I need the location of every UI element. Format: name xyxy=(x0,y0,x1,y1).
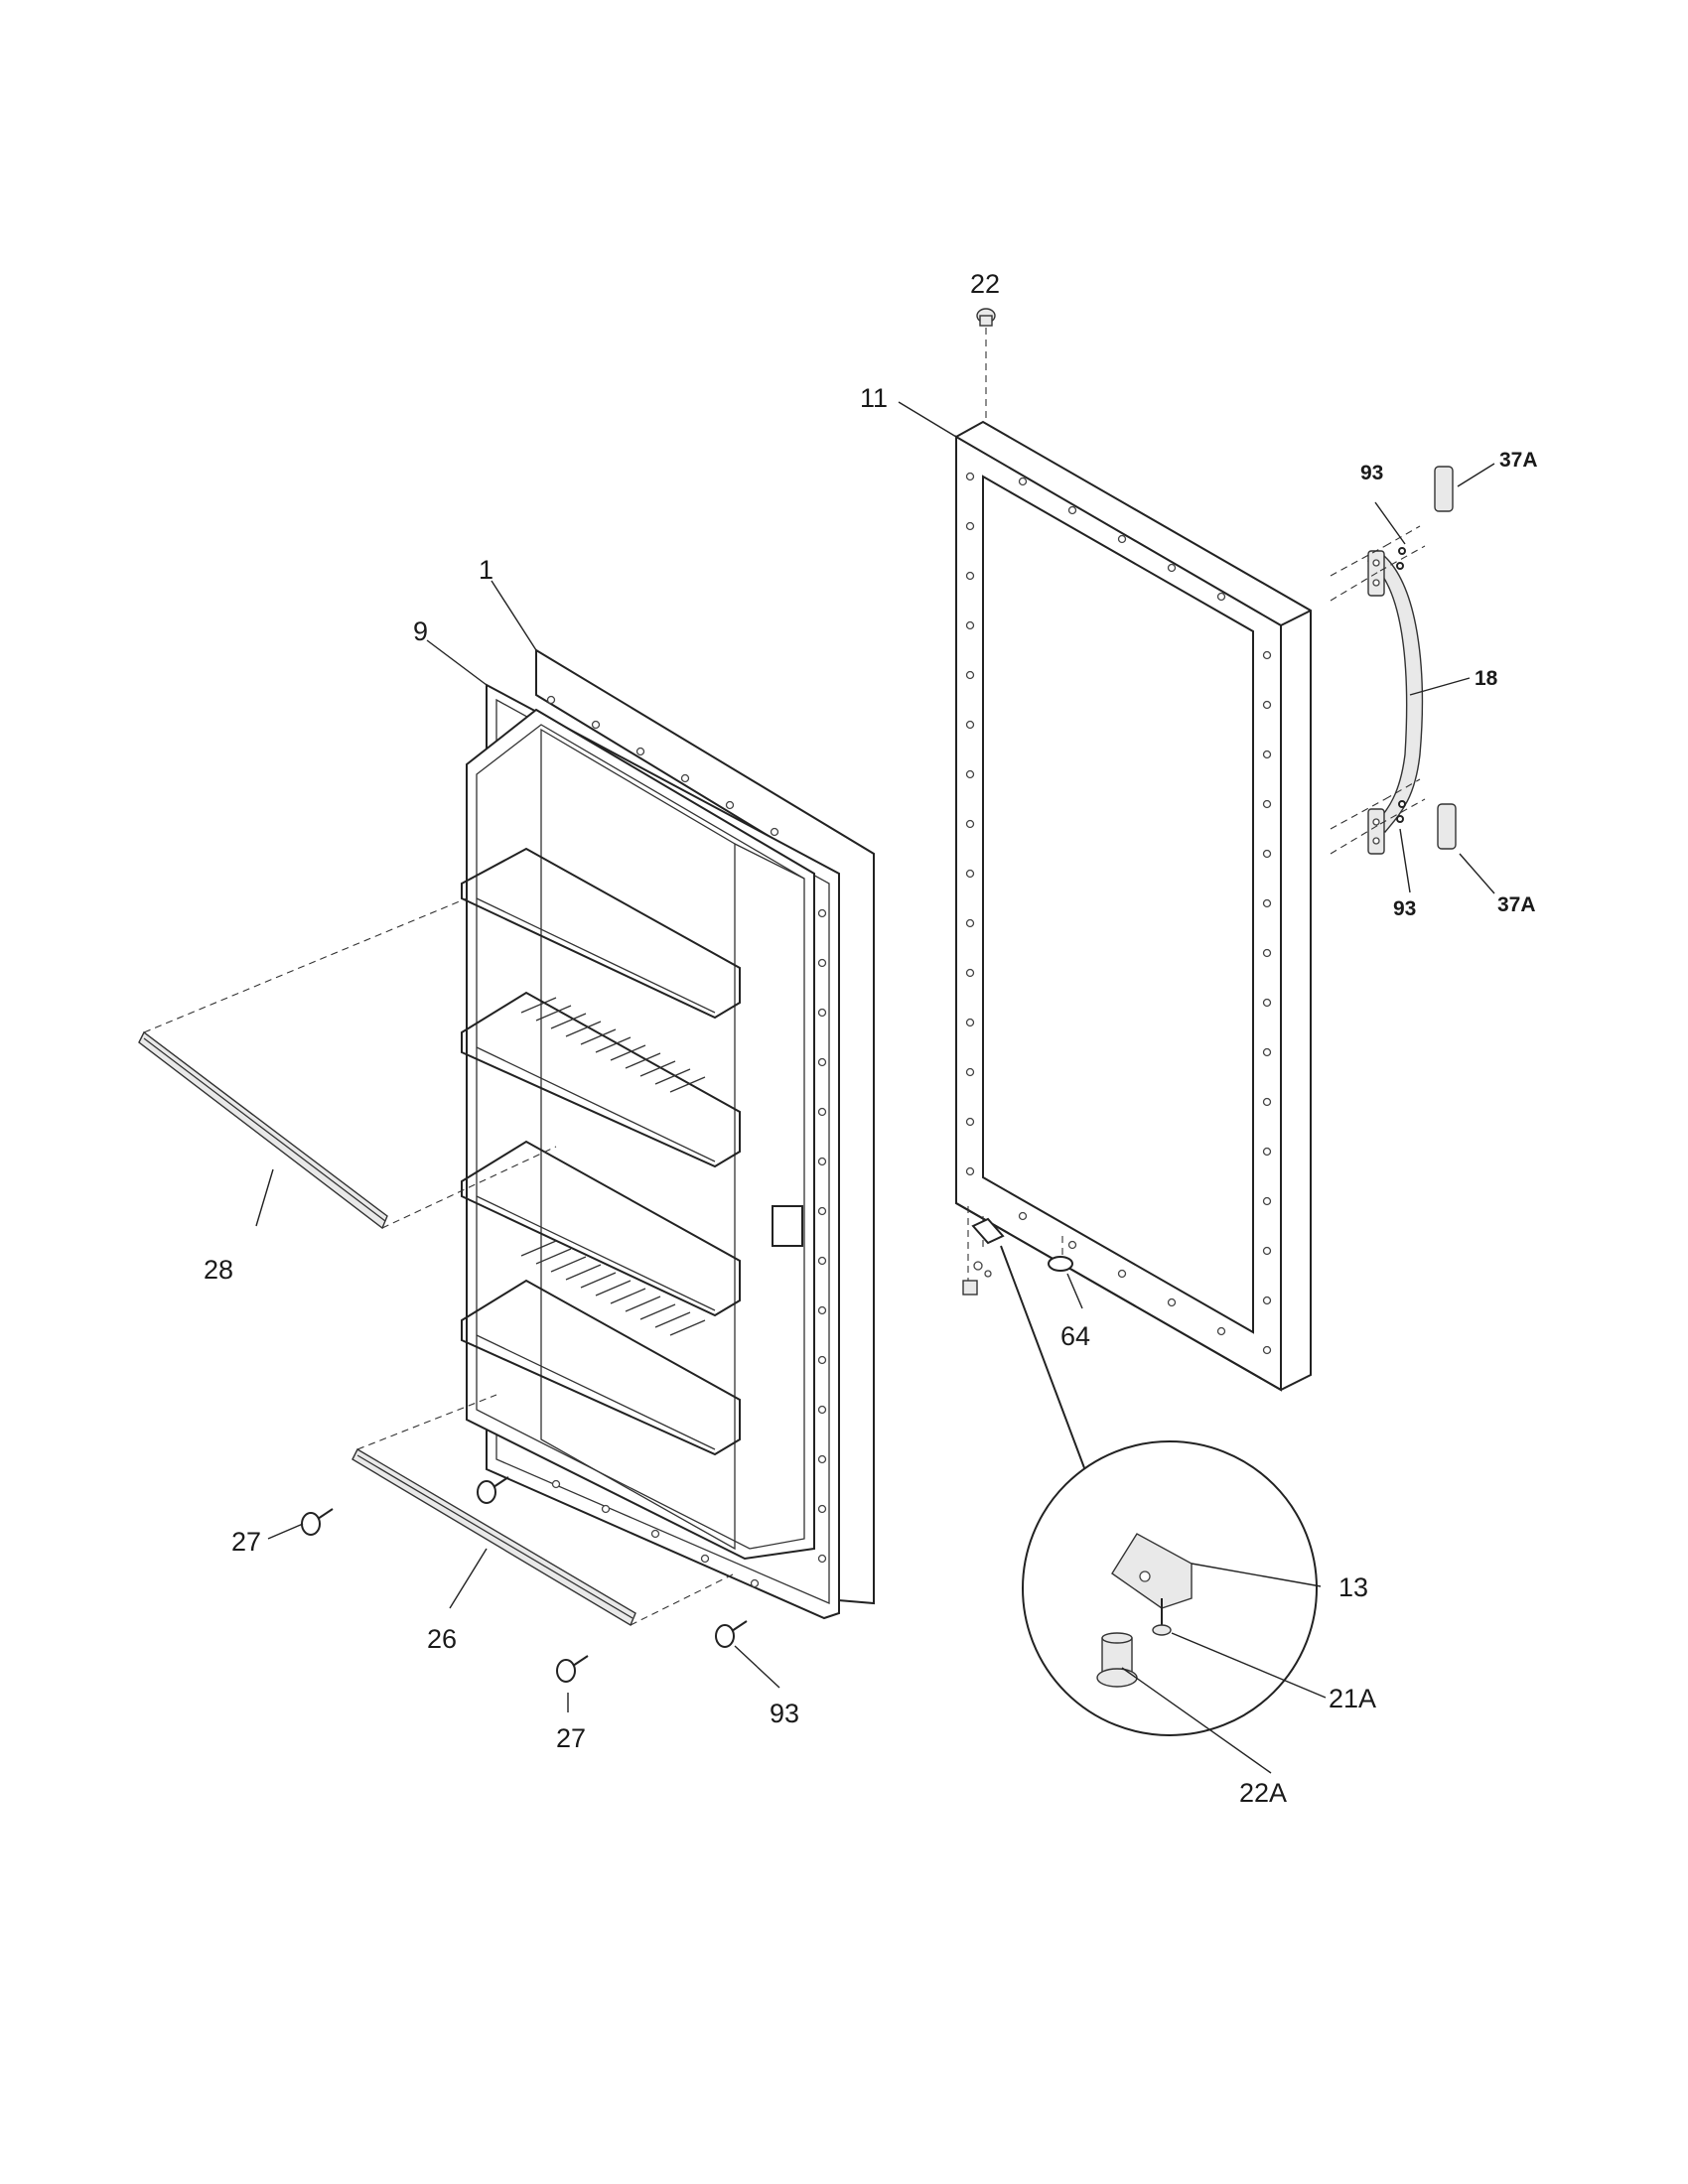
inner-liner xyxy=(466,708,815,1561)
label-screw-bottom: 93 xyxy=(770,1699,799,1728)
label-leveling-plug: 22A xyxy=(1239,1778,1287,1808)
push-pin-bottom xyxy=(556,1655,589,1683)
outer-door xyxy=(955,420,1312,1392)
label-door-gasket: 9 xyxy=(413,616,428,646)
outer-door-holes xyxy=(965,472,1272,1355)
push-pin-left xyxy=(301,1508,334,1536)
label-handle-screw-bottom: 93 xyxy=(1393,897,1416,920)
label-handle-plug-top: 22 xyxy=(970,269,1000,299)
label-shelf-rail-bottom: 26 xyxy=(427,1624,457,1654)
label-outer-door: 11 xyxy=(860,383,888,413)
top-plug xyxy=(976,308,996,422)
screw-bottom xyxy=(715,1620,748,1648)
latch-slot xyxy=(772,1205,803,1247)
label-handle-cap-bottom: 37A xyxy=(1497,893,1536,916)
door-handle xyxy=(1330,466,1457,855)
leader-lines xyxy=(255,401,1495,1774)
detail-circle xyxy=(1022,1440,1318,1736)
push-pin-center xyxy=(477,1476,509,1504)
part-labels: 1 9 11 22 18 93 37A 93 37A 28 26 27 27 9… xyxy=(204,269,1538,1808)
shelf-rail-left xyxy=(138,1030,388,1230)
label-inner-panel: 1 xyxy=(479,555,493,585)
label-screw: 21A xyxy=(1329,1684,1376,1713)
label-push-pin-left: 27 xyxy=(231,1527,261,1557)
label-handle-screw-top: 93 xyxy=(1360,462,1383,484)
shelf-rail-bottom xyxy=(352,1448,636,1627)
screw-detail xyxy=(1152,1598,1172,1636)
hinge-bracket-detail xyxy=(1111,1533,1193,1609)
bottom-hinge-parts xyxy=(962,1206,1073,1296)
door-shelves xyxy=(461,847,741,1456)
label-push-pin-bottom: 27 xyxy=(556,1723,586,1753)
label-door-stop: 64 xyxy=(1060,1321,1090,1351)
label-handle-cap-top: 37A xyxy=(1499,449,1538,472)
push-pins xyxy=(301,1476,748,1683)
label-hinge-bracket: 13 xyxy=(1338,1572,1368,1602)
inner-door-assembly xyxy=(461,648,875,1620)
label-door-handle: 18 xyxy=(1475,667,1498,690)
leveling-plug-detail xyxy=(1096,1632,1138,1688)
rim-holes xyxy=(546,695,827,1588)
label-shelf-rail-left: 28 xyxy=(204,1255,233,1285)
